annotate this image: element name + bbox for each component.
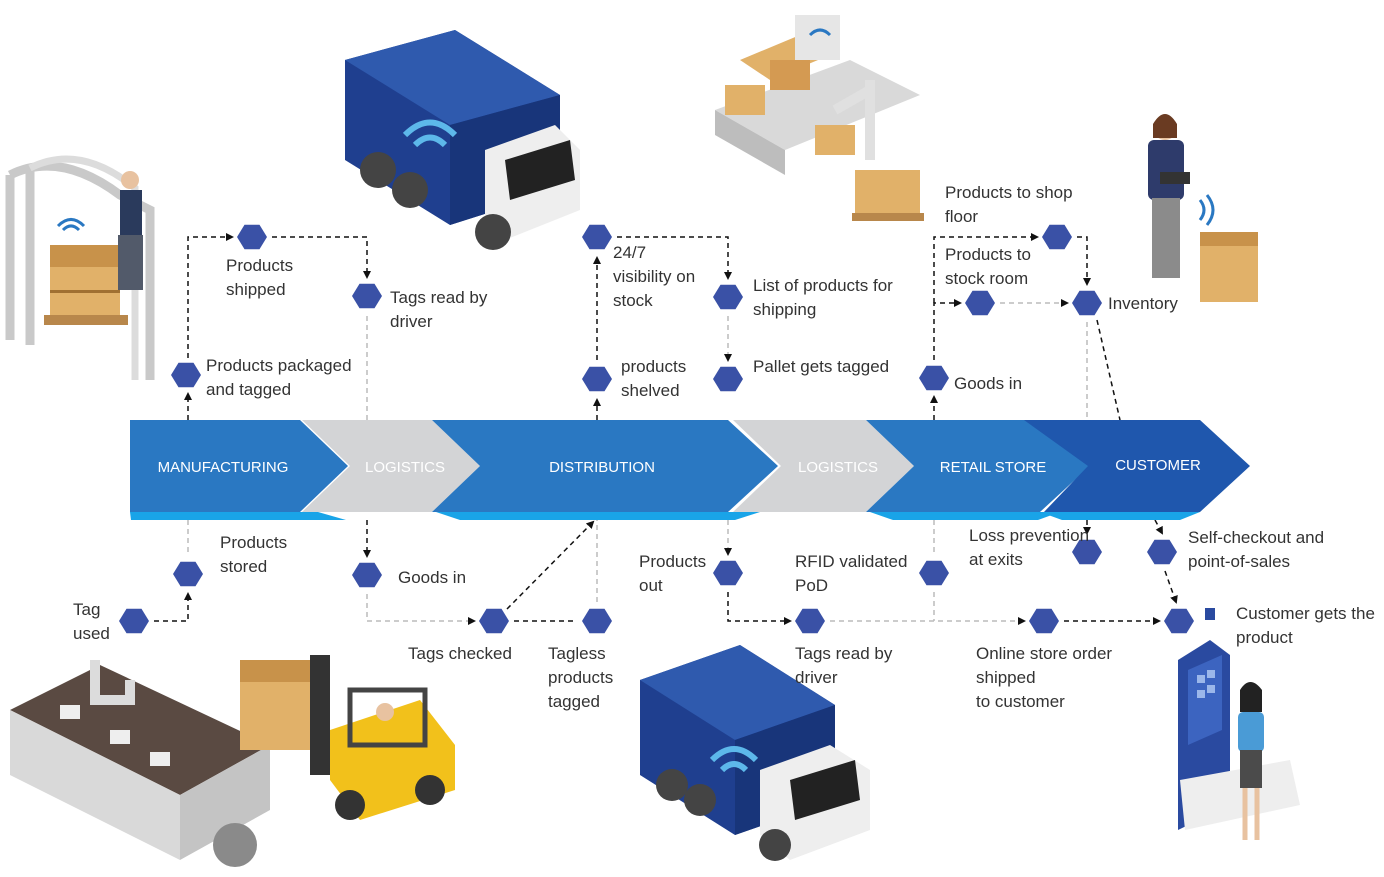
forklift-illustration bbox=[240, 655, 455, 820]
stage-label: MANUFACTURING bbox=[158, 459, 289, 476]
line-visibility-to-list bbox=[617, 236, 732, 280]
line-packaged-to-shipped bbox=[187, 233, 234, 358]
connectors bbox=[154, 233, 1178, 625]
label-tags-checked: Tags checked bbox=[408, 644, 512, 663]
step-nodes bbox=[119, 224, 1194, 634]
label-tagless-tagged: Tagless products tagged bbox=[548, 644, 614, 711]
line-goods-to-stockroom bbox=[933, 299, 962, 360]
line-inventory-to-customer bbox=[1096, 319, 1121, 421]
node-tags-read-bottom[interactable] bbox=[795, 608, 825, 634]
label-online-store-order: Online store order shipped to customer bbox=[976, 644, 1113, 711]
self-checkout-kiosk-illustration bbox=[1178, 608, 1300, 840]
line-checked-to-dist bbox=[506, 520, 595, 610]
stage-label: RETAIL STORE bbox=[940, 459, 1046, 476]
node-tags-read-top[interactable] bbox=[352, 283, 382, 309]
node-rfid-validated[interactable] bbox=[919, 560, 949, 586]
stage-logistics-1[interactable]: LOGISTICS bbox=[302, 420, 480, 512]
conveyor-robot-arm-illustration bbox=[715, 15, 924, 221]
delivery-truck-illustration bbox=[345, 30, 580, 250]
label-goods-in-logistics: Goods in bbox=[398, 568, 467, 587]
node-inventory[interactable] bbox=[1072, 290, 1102, 316]
stage-logistics-2[interactable]: LOGISTICS bbox=[733, 420, 914, 512]
stage-banner: MANUFACTURING LOGISTICS DISTRIBUTION LOG… bbox=[130, 420, 1250, 520]
stage-label: LOGISTICS bbox=[798, 459, 878, 476]
stage-customer[interactable]: CUSTOMER bbox=[1024, 420, 1250, 520]
line-shopfloor-to-inventory bbox=[1077, 236, 1091, 286]
node-products-shipped[interactable] bbox=[237, 224, 267, 250]
label-tags-read-by-driver-bottom: Tags read by driver bbox=[795, 644, 893, 687]
label-inventory: Inventory bbox=[1108, 294, 1178, 313]
label-products-to-shop-floor: Products to shop floor bbox=[945, 183, 1073, 226]
line-out-to-driver bbox=[727, 592, 792, 625]
woman-with-scanner-illustration bbox=[1148, 114, 1258, 302]
node-goods-in-logistics[interactable] bbox=[352, 562, 382, 588]
node-online-store-order[interactable] bbox=[1029, 608, 1059, 634]
node-products-to-stock-room[interactable] bbox=[965, 290, 995, 316]
line-goods-to-shopfloor bbox=[933, 233, 1039, 303]
node-tag-used[interactable] bbox=[119, 608, 149, 634]
rfid-gate-worker-illustration bbox=[5, 155, 155, 380]
stage-manufacturing[interactable]: MANUFACTURING bbox=[130, 420, 348, 520]
node-list-of-products[interactable] bbox=[713, 284, 743, 310]
line-goodsin-to-checked bbox=[366, 594, 476, 625]
node-visibility-on-stock[interactable] bbox=[582, 224, 612, 250]
label-visibility-on-stock: 24/7 visibility on stock bbox=[613, 243, 696, 310]
node-loss-prevention[interactable] bbox=[1072, 539, 1102, 565]
label-loss-prevention: Loss prevention at exits bbox=[969, 526, 1090, 569]
node-customer-gets-product[interactable] bbox=[1164, 608, 1194, 634]
production-line-illustration bbox=[10, 660, 270, 867]
label-products-shipped: Products shipped bbox=[226, 256, 294, 299]
label-goods-in-retail: Goods in bbox=[954, 374, 1023, 393]
delivery-truck-illustration bbox=[640, 645, 870, 861]
line-self-to-gets bbox=[1164, 570, 1178, 604]
label-rfid-validated: RFID validated PoD bbox=[795, 552, 908, 595]
label-pallet-tagged: Pallet gets tagged bbox=[753, 357, 890, 376]
node-pallet-tagged[interactable] bbox=[713, 366, 743, 392]
node-self-checkout[interactable] bbox=[1147, 539, 1177, 565]
node-products-packaged[interactable] bbox=[171, 362, 201, 388]
node-products-to-shop-floor[interactable] bbox=[1042, 224, 1072, 250]
line-customer-to-self bbox=[1154, 519, 1163, 535]
label-products-out: Products out bbox=[639, 552, 707, 595]
label-self-checkout: Self-checkout and point-of-sales bbox=[1188, 528, 1325, 571]
node-tags-checked[interactable] bbox=[479, 608, 509, 634]
label-tag-used: Tag used bbox=[73, 600, 110, 643]
line-tagused-to-stored bbox=[154, 592, 192, 622]
stage-retail-store[interactable]: RETAIL STORE bbox=[866, 420, 1090, 520]
stage-label: CUSTOMER bbox=[1115, 457, 1201, 474]
stage-label: LOGISTICS bbox=[365, 459, 445, 476]
label-tags-read-by-driver-top: Tags read by driver bbox=[390, 288, 488, 331]
label-customer-gets-product: Customer gets the product bbox=[1236, 604, 1375, 647]
label-products-packaged: Products packaged and tagged bbox=[206, 356, 352, 399]
stage-distribution[interactable]: DISTRIBUTION bbox=[432, 420, 778, 520]
label-products-stored: Products stored bbox=[220, 533, 288, 576]
label-products-to-stock-room: Products to stock room bbox=[945, 245, 1031, 288]
node-tagless-tagged[interactable] bbox=[582, 608, 612, 634]
label-products-shelved: products shelved bbox=[621, 357, 687, 400]
node-products-stored[interactable] bbox=[173, 561, 203, 587]
node-goods-in-retail[interactable] bbox=[919, 365, 949, 391]
node-products-shelved[interactable] bbox=[582, 366, 612, 392]
stage-label: DISTRIBUTION bbox=[549, 459, 655, 476]
line-shipped-to-tags bbox=[272, 236, 371, 279]
label-list-of-products: List of products for shipping bbox=[753, 276, 893, 319]
node-products-out[interactable] bbox=[713, 560, 743, 586]
